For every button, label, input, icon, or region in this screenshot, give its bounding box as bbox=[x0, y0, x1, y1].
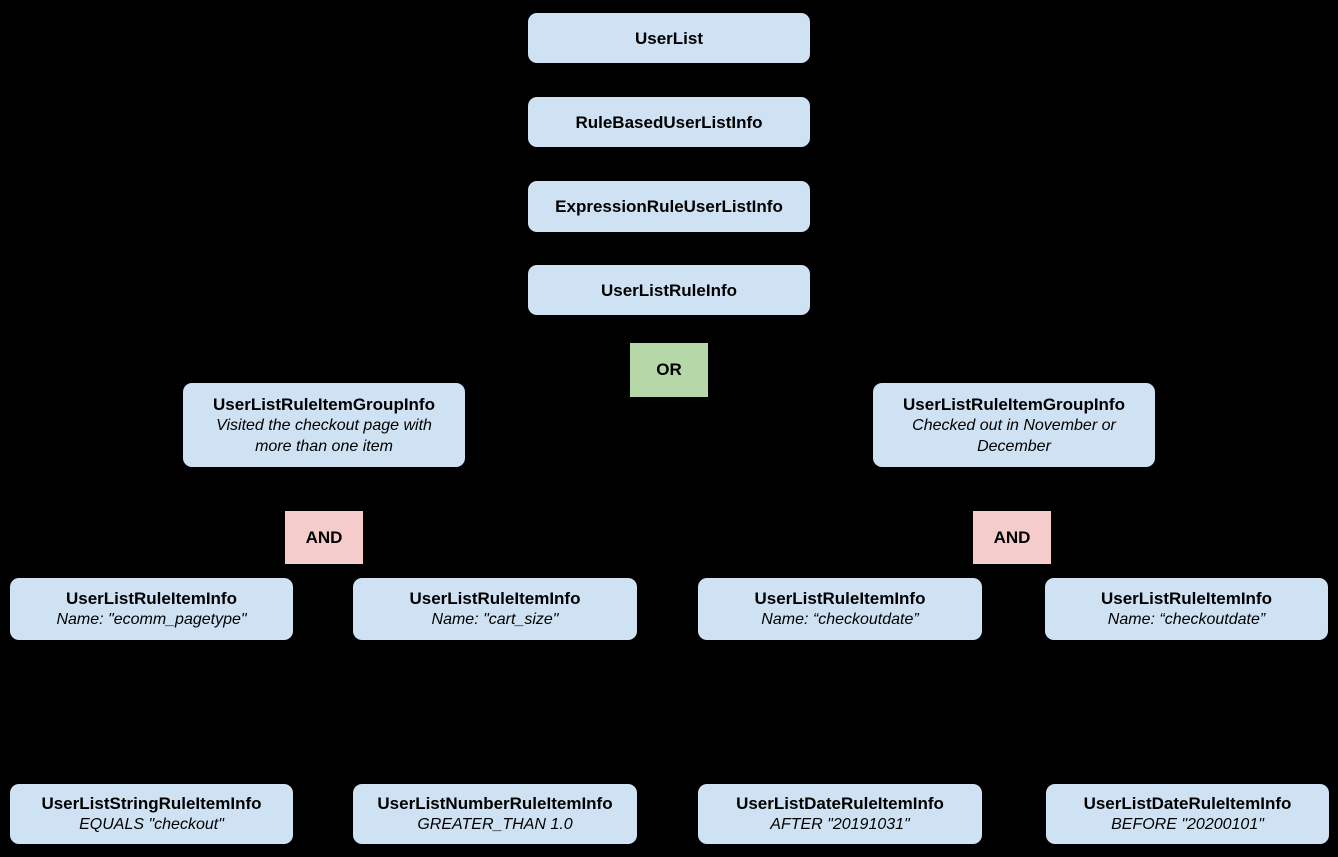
node-label: UserListNumberRuleItemInfo bbox=[377, 794, 613, 813]
node-note: Name: “checkoutdate” bbox=[761, 611, 919, 628]
node-string-rule-item: UserListStringRuleItemInfo EQUALS "check… bbox=[10, 784, 293, 844]
node-note: Checked out in November or December bbox=[912, 416, 1116, 455]
or-operator: OR bbox=[630, 343, 708, 397]
node-userlist: UserList bbox=[528, 13, 810, 63]
node-rule-item-checkoutdate-1: UserListRuleItemInfo Name: “checkoutdate… bbox=[698, 578, 982, 640]
node-rule-item-group-right: UserListRuleItemGroupInfo Checked out in… bbox=[873, 383, 1155, 467]
node-note: GREATER_THAN 1.0 bbox=[417, 816, 573, 833]
node-date-rule-item-after: UserListDateRuleItemInfo AFTER "20191031… bbox=[698, 784, 982, 844]
node-rule-item-checkoutdate-2: UserListRuleItemInfo Name: “checkoutdate… bbox=[1045, 578, 1328, 640]
node-label: UserListRuleItemInfo bbox=[66, 589, 237, 608]
node-label: UserListRuleItemInfo bbox=[1101, 589, 1272, 608]
node-note: BEFORE "20200101" bbox=[1111, 816, 1264, 833]
node-label: UserListRuleItemGroupInfo bbox=[213, 394, 435, 414]
node-user-list-rule-info: UserListRuleInfo bbox=[528, 265, 810, 315]
node-note: Name: "cart_size" bbox=[431, 611, 559, 628]
node-label: UserListDateRuleItemInfo bbox=[1083, 794, 1292, 813]
node-label: UserListDateRuleItemInfo bbox=[736, 794, 944, 813]
node-label: UserList bbox=[634, 28, 704, 48]
and-operator-right: AND bbox=[973, 511, 1051, 564]
node-label: UserListRuleItemGroupInfo bbox=[903, 394, 1125, 414]
node-note: Name: "ecomm_pagetype" bbox=[56, 611, 247, 628]
node-expression-rule-user-list-info: ExpressionRuleUserListInfo bbox=[528, 181, 810, 232]
node-note: Visited the checkout page with more than… bbox=[216, 416, 432, 455]
node-note: AFTER "20191031" bbox=[770, 816, 910, 833]
node-date-rule-item-before: UserListDateRuleItemInfo BEFORE "2020010… bbox=[1046, 784, 1329, 844]
node-note: Name: “checkoutdate” bbox=[1107, 611, 1266, 628]
node-number-rule-item: UserListNumberRuleItemInfo GREATER_THAN … bbox=[353, 784, 637, 844]
node-note: EQUALS "checkout" bbox=[79, 816, 224, 833]
node-label: UserListRuleInfo bbox=[600, 280, 738, 300]
node-rule-item-cart-size: UserListRuleItemInfo Name: "cart_size" bbox=[353, 578, 637, 640]
node-rule-based-user-list-info: RuleBasedUserListInfo bbox=[528, 97, 810, 147]
node-rule-item-group-left: UserListRuleItemGroupInfo Visited the ch… bbox=[183, 383, 465, 467]
node-label: UserListRuleItemInfo bbox=[754, 589, 926, 608]
node-label: UserListStringRuleItemInfo bbox=[41, 794, 262, 813]
node-label: UserListRuleItemInfo bbox=[409, 589, 581, 608]
and-operator-left: AND bbox=[285, 511, 363, 564]
node-rule-item-ecomm-pagetype: UserListRuleItemInfo Name: "ecomm_pagety… bbox=[10, 578, 293, 640]
node-label: RuleBasedUserListInfo bbox=[575, 112, 763, 132]
node-label: ExpressionRuleUserListInfo bbox=[555, 197, 783, 216]
